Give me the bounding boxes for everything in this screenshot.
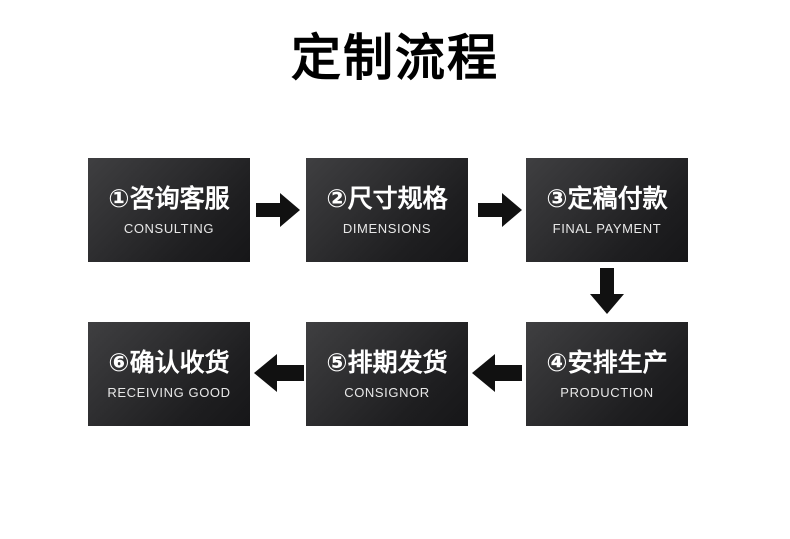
step-label-en-1: CONSULTING <box>123 220 215 236</box>
step-box-2[interactable]: ②尺寸规格 DIMENSIONS <box>306 158 468 262</box>
arrow-left-icon <box>254 352 304 394</box>
step-box-3[interactable]: ③定稿付款 FINAL PAYMENT <box>526 158 688 262</box>
step-box-4[interactable]: ④安排生产 PRODUCTION <box>526 322 688 426</box>
step-label-cn-3: ③定稿付款 <box>546 183 668 213</box>
step-box-6[interactable]: ⑥确认收货 RECEIVING GOOD <box>88 322 250 426</box>
step-label-en-2: DIMENSIONS <box>342 220 432 236</box>
arrow-down-icon <box>588 268 626 314</box>
step-label-cn-4: ④安排生产 <box>546 347 668 377</box>
arrow-left-icon <box>472 352 522 394</box>
arrow-right-icon <box>256 191 300 229</box>
step-label-cn-5: ⑤排期发货 <box>326 347 448 377</box>
step-label-cn-1: ①咨询客服 <box>108 183 230 213</box>
step-label-cn-6: ⑥确认收货 <box>108 347 230 377</box>
step-label-en-6: RECEIVING GOOD <box>107 384 231 400</box>
step-label-en-5: CONSIGNOR <box>344 384 430 400</box>
step-box-1[interactable]: ①咨询客服 CONSULTING <box>88 158 250 262</box>
step-label-en-4: PRODUCTION <box>560 384 654 400</box>
step-box-5[interactable]: ⑤排期发货 CONSIGNOR <box>306 322 468 426</box>
page-title: 定制流程 <box>291 29 499 87</box>
arrow-right-icon <box>478 191 522 229</box>
step-label-cn-2: ②尺寸规格 <box>326 183 448 213</box>
step-label-en-3: FINAL PAYMENT <box>552 220 662 236</box>
